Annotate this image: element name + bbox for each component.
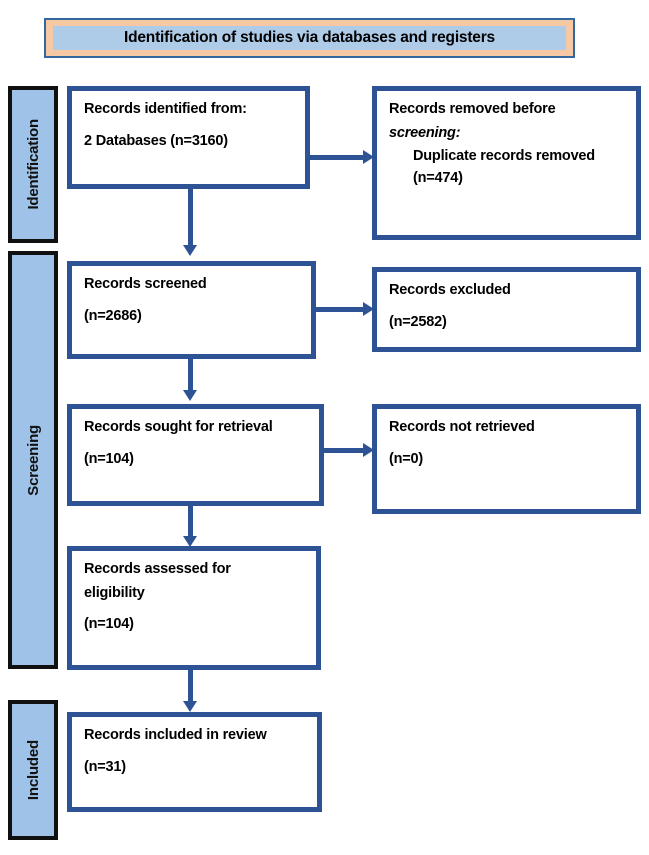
stage-label-identification-text: Identification [24, 119, 42, 210]
edge-sought-to-assessed-arrowhead [183, 536, 197, 547]
stage-label-identification: Identification [8, 86, 58, 243]
edge-screened-to-excluded [316, 307, 366, 312]
node-records-included-line2: (n=31) [84, 758, 126, 775]
node-records-identified-line1: Records identified from: [84, 101, 247, 117]
edge-identified-to-removed [310, 155, 366, 160]
stage-label-screening-text: Screening [24, 424, 42, 496]
diagram-title-banner: Identification of studies via databases … [44, 18, 575, 58]
node-records-screened-line2: (n=2686) [84, 307, 142, 324]
edge-assessed-to-included [188, 670, 193, 705]
node-records-not-retrieved: Records not retrieved (n=0) [372, 404, 641, 514]
node-records-identified-line2: 2 Databases (n=3160) [84, 132, 228, 149]
node-records-screened: Records screened (n=2686) [67, 261, 316, 359]
node-records-assessed-line2: eligibility [84, 584, 145, 601]
node-records-included: Records included in review (n=31) [67, 712, 322, 812]
edge-screened-to-excluded-arrowhead [363, 302, 374, 316]
node-records-sought: Records sought for retrieval (n=104) [67, 404, 324, 506]
stage-label-screening: Screening [8, 251, 58, 669]
node-records-assessed-line3: (n=104) [84, 616, 134, 633]
edge-screened-to-sought-arrowhead [183, 390, 197, 401]
node-records-sought-line2: (n=104) [84, 450, 134, 467]
node-records-excluded: Records excluded (n=2582) [372, 267, 641, 352]
node-records-assessed-line1: Records assessed for [84, 561, 231, 577]
diagram-title-banner-inner: Identification of studies via databases … [53, 26, 566, 50]
edge-identified-to-screened [188, 189, 193, 247]
node-records-removed-line4: (n=474) [413, 170, 463, 187]
node-records-removed-line2: screening: [389, 124, 461, 141]
stage-label-included: Included [8, 700, 58, 840]
node-records-included-line1: Records included in review [84, 727, 267, 743]
node-records-identified: Records identified from: 2 Databases (n=… [67, 86, 310, 189]
node-records-removed: Records removed before screening: Duplic… [372, 86, 641, 240]
node-records-excluded-line2: (n=2582) [389, 313, 447, 330]
edge-sought-to-not-retrieved-arrowhead [363, 443, 374, 457]
edge-sought-to-not-retrieved [324, 448, 366, 453]
node-records-not-retrieved-line1: Records not retrieved [389, 419, 535, 435]
node-records-assessed: Records assessed for eligibility (n=104) [67, 546, 321, 670]
node-records-screened-line1: Records screened [84, 276, 207, 292]
edge-assessed-to-included-arrowhead [183, 701, 197, 712]
node-records-sought-line1: Records sought for retrieval [84, 419, 273, 435]
edge-identified-to-screened-arrowhead [183, 245, 197, 256]
stage-label-included-text: Included [24, 739, 42, 801]
diagram-title-text: Identification of studies via databases … [124, 29, 495, 46]
node-records-removed-line3: Duplicate records removed [413, 148, 595, 165]
edge-screened-to-sought [188, 359, 193, 393]
edge-identified-to-removed-arrowhead [363, 150, 374, 164]
node-records-excluded-line1: Records excluded [389, 282, 511, 298]
node-records-not-retrieved-line2: (n=0) [389, 450, 424, 467]
node-records-removed-line1: Records removed before [389, 101, 556, 117]
edge-sought-to-assessed [188, 506, 193, 541]
